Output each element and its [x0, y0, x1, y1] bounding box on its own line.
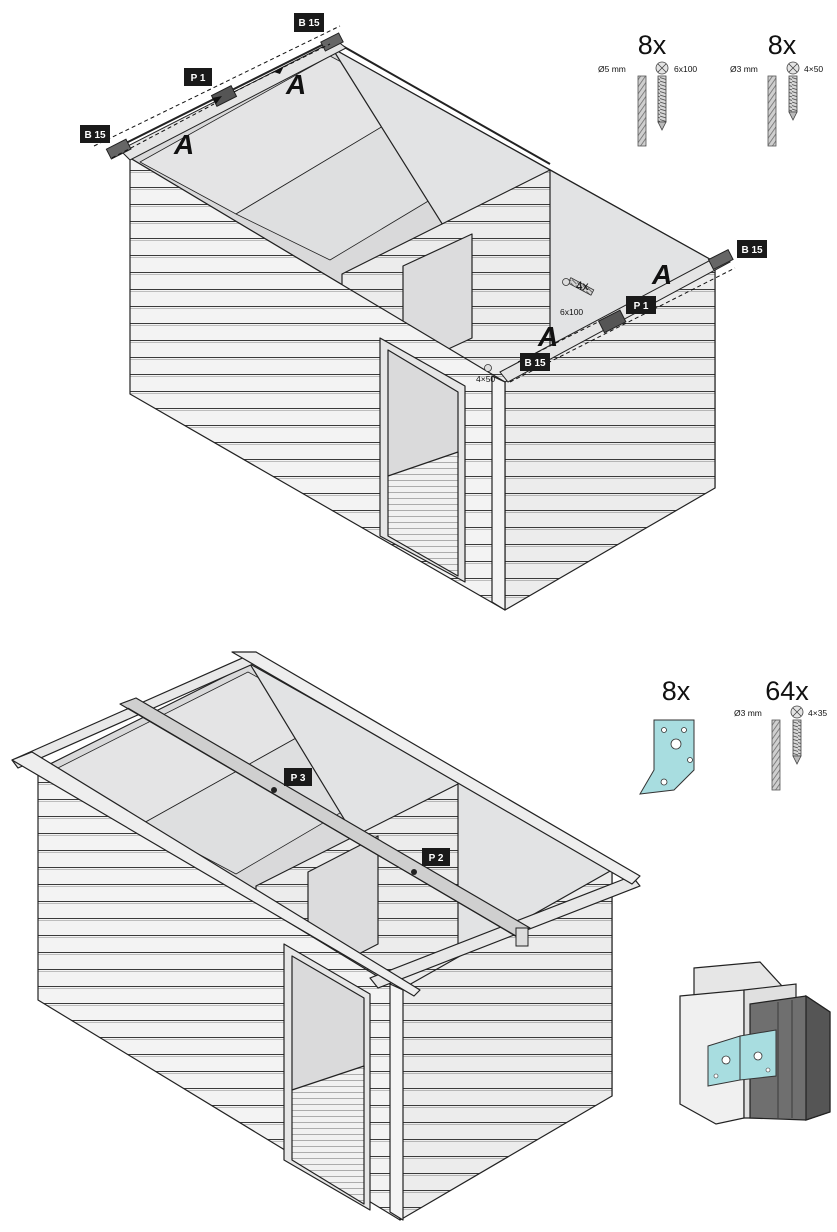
arrow-head-2 — [274, 66, 284, 74]
beam-end-cap — [515, 927, 529, 947]
letter-a-front: A — [537, 321, 558, 352]
tag-b15-front: B 15 — [520, 353, 550, 371]
tag-p1-right: P 1 — [626, 296, 656, 314]
svg-text:B 15: B 15 — [298, 18, 320, 29]
drill-bit-icon — [637, 75, 647, 147]
hardware-group-4: 64x Ø3 mm 4×35 — [734, 676, 827, 791]
screw-icon — [792, 719, 802, 757]
tag-p2: P 2 — [422, 848, 450, 866]
corner-screw-label: 4×50 — [476, 374, 495, 384]
door-panel — [387, 451, 459, 577]
screw-count-label: 4x — [576, 279, 589, 293]
drill-size-1: Ø5 mm — [598, 64, 626, 74]
svg-text:P 1: P 1 — [191, 73, 206, 84]
hardware-group-2: 8x Ø3 mm 4×50 — [730, 30, 823, 147]
b15-block-left — [105, 138, 132, 160]
hardware-count-1: 8x — [638, 30, 667, 60]
p3-marker — [271, 787, 277, 793]
drill-size-2: Ø3 mm — [730, 64, 758, 74]
svg-text:P 2: P 2 — [429, 853, 444, 864]
step-2-shed — [11, 651, 641, 1221]
corner-post-2 — [389, 983, 404, 1221]
screw-icon — [788, 75, 798, 113]
hardware-count-2: 8x — [768, 30, 797, 60]
arrow-head-1 — [212, 96, 222, 104]
hardware-count-4: 64x — [765, 676, 809, 706]
hardware-group-1: 8x Ø5 mm 6x100 — [598, 30, 697, 147]
b15-block-top — [320, 32, 344, 52]
screw-size-label: 6x100 — [560, 307, 583, 317]
p2-marker — [411, 869, 417, 875]
step-1-shed — [111, 39, 729, 611]
tag-p3: P 3 — [284, 768, 312, 786]
corner-post — [491, 375, 506, 611]
svg-text:B 15: B 15 — [524, 358, 546, 369]
drill-size-4: Ø3 mm — [734, 708, 762, 718]
letter-a-left: A — [173, 129, 194, 160]
svg-text:B 15: B 15 — [84, 130, 106, 141]
tag-b15-right: B 15 — [737, 240, 767, 258]
svg-text:P 3: P 3 — [291, 773, 306, 784]
tag-b15-top: B 15 — [294, 13, 324, 32]
tag-p1-top: P 1 — [184, 68, 212, 86]
letter-a-right: A — [651, 259, 672, 290]
purlin-right — [369, 875, 641, 989]
screw-callout: 4x 6x100 — [560, 277, 595, 317]
door-panel-2 — [291, 1065, 365, 1205]
screw-size-1: 6x100 — [674, 64, 697, 74]
purlin-front — [11, 751, 421, 997]
b15-block-right — [707, 248, 734, 271]
angle-bracket-icon — [639, 719, 695, 795]
tag-b15-left: B 15 — [80, 125, 110, 143]
hardware-count-3: 8x — [662, 676, 691, 706]
top-guide-lines — [93, 25, 341, 159]
letter-a-top: A — [285, 69, 306, 100]
screw-size-2: 4×50 — [804, 64, 823, 74]
drill-bit-icon — [771, 719, 781, 791]
purlin-back — [231, 651, 641, 885]
p1-block-right — [597, 309, 627, 334]
svg-text:B 15: B 15 — [741, 245, 763, 256]
screw-size-4: 4×35 — [808, 708, 827, 718]
svg-text:P 1: P 1 — [634, 301, 649, 312]
corner-screw-icon — [484, 364, 492, 372]
drill-bit-icon — [767, 75, 777, 147]
hardware-group-3: 8x — [639, 676, 695, 795]
bracket-detail-inset — [679, 961, 831, 1125]
screw-icon — [657, 75, 667, 123]
p1-rail-top — [119, 39, 347, 161]
